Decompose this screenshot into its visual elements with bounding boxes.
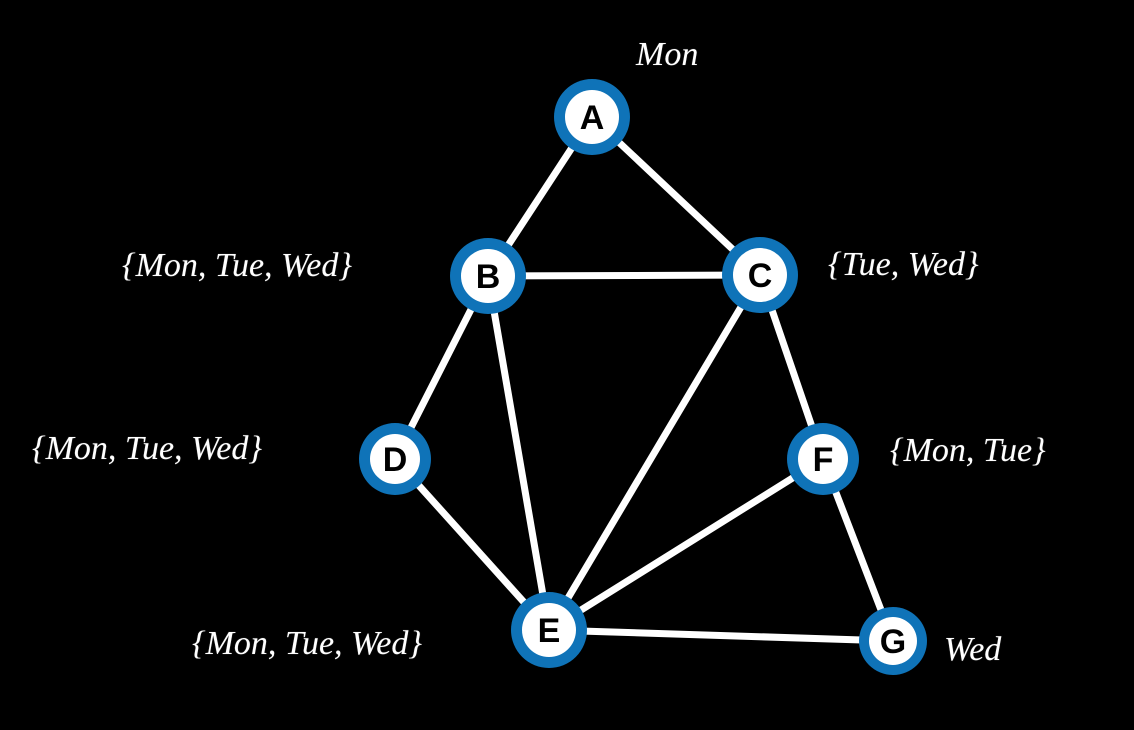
nodes-layer: A B C D E F G xyxy=(359,79,927,675)
graph-node-f[interactable]: F xyxy=(787,423,859,495)
domain-label-d: {Mon, Tue, Wed} xyxy=(32,430,262,467)
graph-node-e[interactable]: E xyxy=(511,592,587,668)
graph-node-g[interactable]: G xyxy=(859,607,927,675)
node-letter-a: A xyxy=(580,99,605,137)
graph-edge-e-g xyxy=(545,626,897,645)
domain-label-a: Mon xyxy=(636,36,699,73)
node-letter-c: C xyxy=(748,257,773,295)
node-fill-f xyxy=(798,434,848,484)
node-fill-a xyxy=(565,90,619,144)
node-fill-d xyxy=(370,434,420,484)
node-letter-f: F xyxy=(813,441,834,479)
node-letter-e: E xyxy=(538,612,561,650)
graph-edge-a-c xyxy=(588,113,764,279)
graph-node-a[interactable]: A xyxy=(554,79,630,155)
domain-label-f: {Mon, Tue} xyxy=(890,432,1046,469)
graph-edge-c-e xyxy=(545,271,764,634)
graph-edge-d-e xyxy=(391,455,553,634)
domain-label-e: {Mon, Tue, Wed} xyxy=(192,625,422,662)
graph-node-d[interactable]: D xyxy=(359,423,431,495)
node-letter-d: D xyxy=(383,441,408,479)
domain-label-b: {Mon, Tue, Wed} xyxy=(122,247,352,284)
node-letter-g: G xyxy=(880,623,906,661)
graph-node-b[interactable]: B xyxy=(450,238,526,314)
graph-edge-b-c xyxy=(484,271,764,280)
node-fill-e xyxy=(522,603,576,657)
node-fill-g xyxy=(869,617,917,665)
edges-layer xyxy=(391,113,897,645)
domain-label-g: Wed xyxy=(944,631,1002,668)
domain-label-c: {Tue, Wed} xyxy=(828,246,979,283)
graph-edge-b-e xyxy=(484,272,553,634)
graph-edge-e-f xyxy=(545,455,827,634)
node-fill-c xyxy=(733,248,787,302)
graph-node-c[interactable]: C xyxy=(722,237,798,313)
node-fill-b xyxy=(461,249,515,303)
node-letter-b: B xyxy=(476,258,501,296)
